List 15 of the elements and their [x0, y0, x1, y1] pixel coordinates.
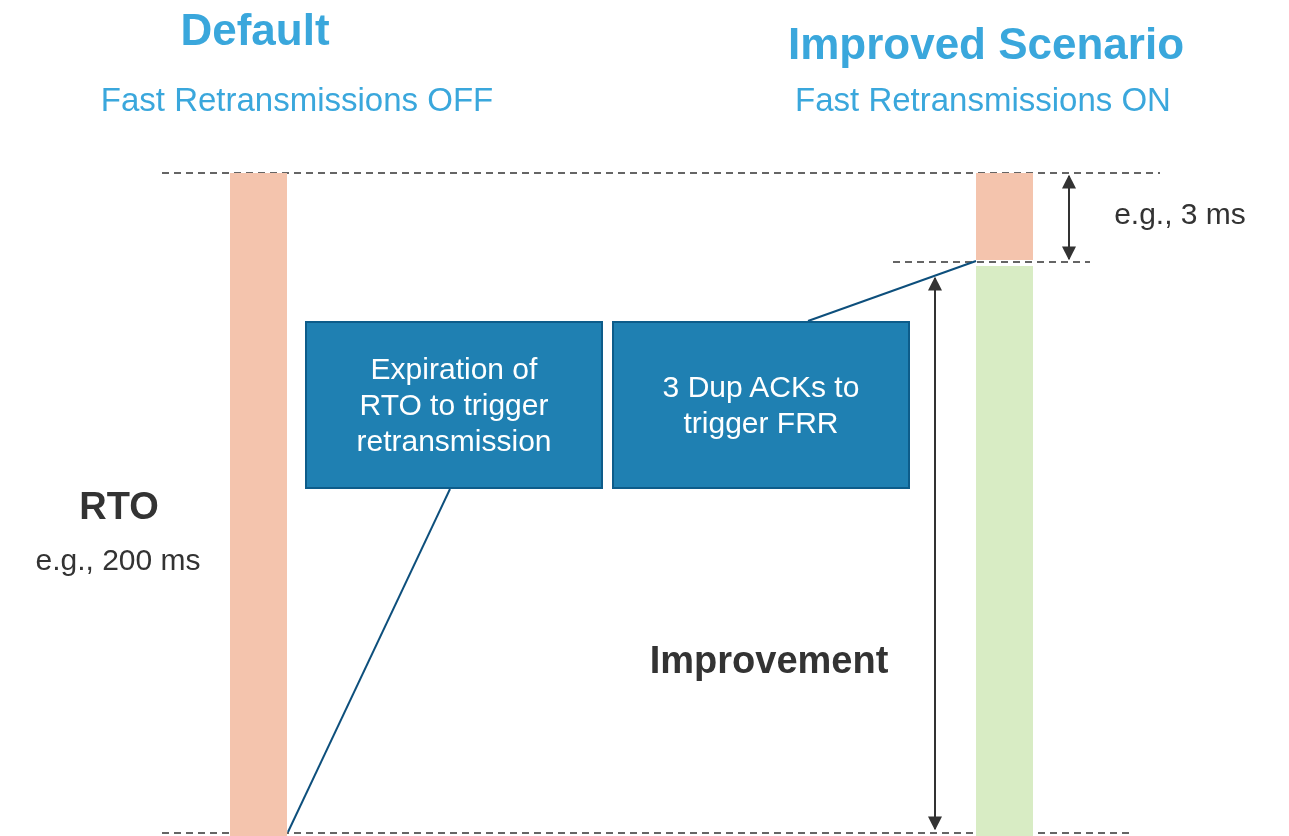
leader-line	[807, 260, 977, 322]
bar	[976, 173, 1033, 260]
interval-label: RTO	[79, 486, 159, 528]
dimension-label: e.g., 3 ms	[1114, 197, 1246, 230]
subheading: Fast Retransmissions ON	[795, 82, 1171, 119]
text-box: 3 Dup ACKs to trigger FRR	[612, 321, 910, 489]
bar	[976, 266, 1033, 836]
leader-line	[287, 488, 451, 833]
bar	[230, 173, 287, 836]
heading: Default	[180, 6, 330, 55]
subheading: Fast Retransmissions OFF	[100, 82, 494, 119]
heading: Improved Scenario	[787, 20, 1185, 69]
interval-label: Improvement	[649, 640, 889, 682]
text-box: Expiration of RTO to trigger retransmission	[305, 321, 603, 489]
dimension-label: e.g., 200 ms	[35, 543, 201, 576]
